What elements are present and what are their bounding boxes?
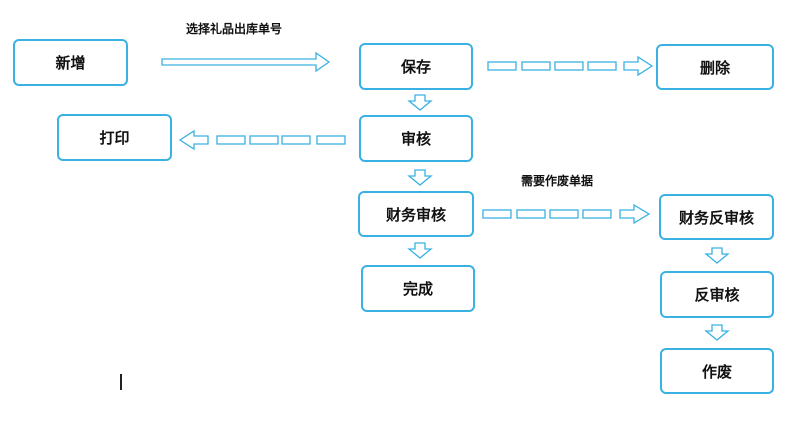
node-done[interactable]: 完成 (361, 265, 475, 312)
arrow-finance-review-to-unreview (482, 203, 651, 225)
arrow-save-to-delete (487, 55, 654, 77)
arrow-unreview-to-void (704, 324, 730, 341)
label-void-needed: 需要作废单据 (521, 174, 594, 188)
node-print[interactable]: 打印 (57, 114, 172, 161)
node-new[interactable]: 新增 (13, 39, 128, 86)
text-cursor (120, 374, 122, 390)
node-unreview[interactable]: 反审核 (660, 271, 774, 318)
node-finance-unreview[interactable]: 财务反审核 (659, 194, 774, 240)
node-review[interactable]: 审核 (359, 115, 473, 162)
arrow-review-to-finance-review (407, 169, 433, 186)
arrow-save-to-review (407, 94, 433, 111)
node-save[interactable]: 保存 (359, 43, 473, 90)
label-select-order: 选择礼品出库单号 (186, 22, 283, 36)
node-finance-review[interactable]: 财务审核 (358, 191, 474, 237)
node-void[interactable]: 作废 (660, 348, 774, 394)
arrow-review-to-print (178, 129, 346, 151)
arrow-finance-unreview-to-unreview (704, 247, 730, 264)
arrow-finance-review-to-done (407, 242, 433, 259)
node-delete[interactable]: 删除 (656, 44, 774, 90)
arrow-new-to-save (161, 51, 331, 73)
